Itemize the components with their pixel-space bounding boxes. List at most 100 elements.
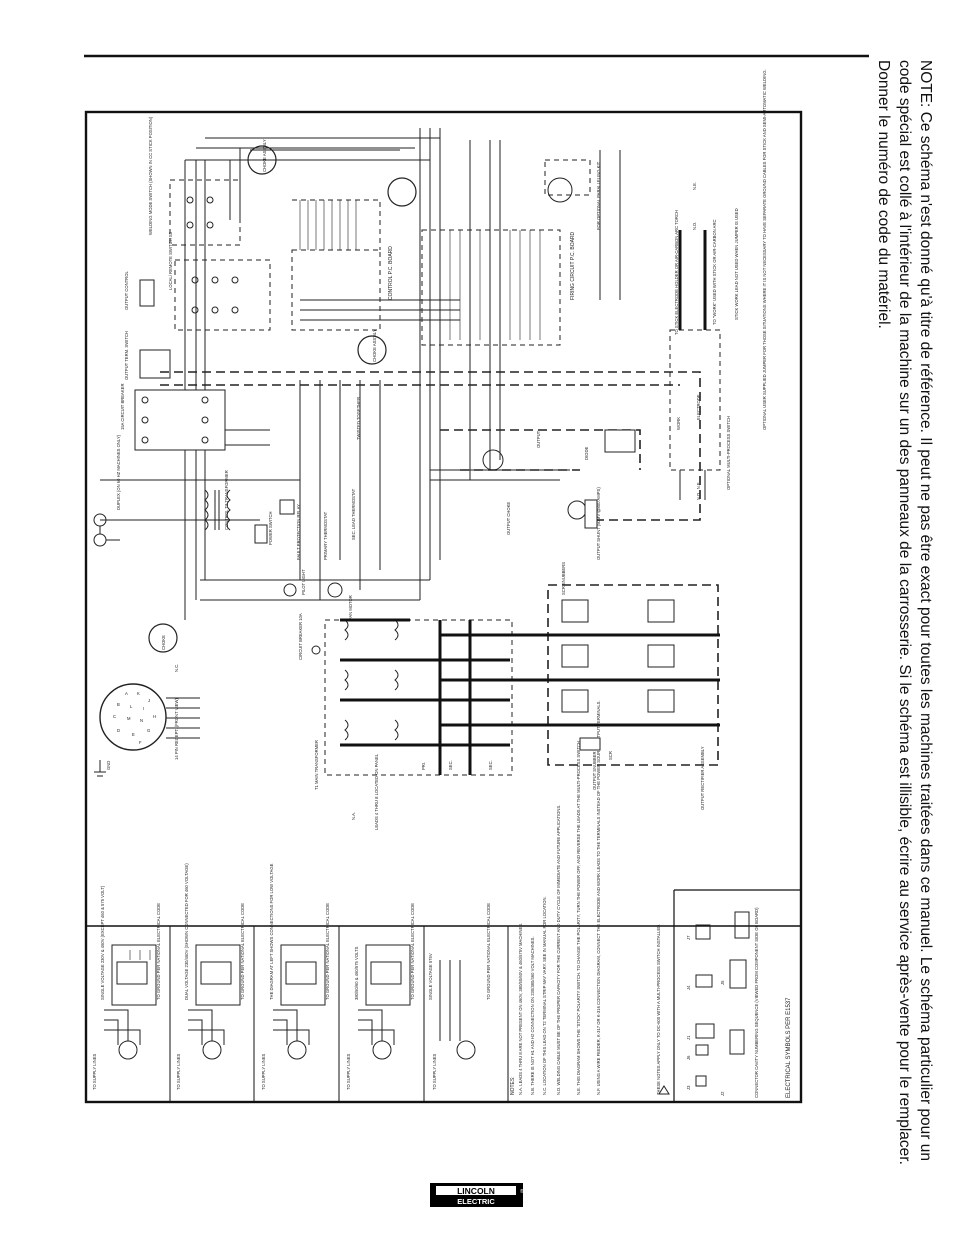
local-remote-switch: LOCAL/ REMOTE SWITCH S3 (168, 231, 271, 331)
svg-text:M: M (127, 716, 131, 721)
firing-board-label: FIRING CIRCUIT P.C. BOARD (570, 231, 576, 300)
to-stick-label: TO STICK ELECTRODE HOLDER OR AIR-CARBON … (674, 210, 679, 335)
output-control: OUTPUT CONTROL (124, 271, 155, 310)
panel-3-ground: TO GROUND PER NATIONAL ELECTRICAL CODE (325, 903, 330, 1000)
output-snubber-label: OUTPUT SNUBBER (592, 751, 597, 790)
nd-label: N.D. (692, 222, 697, 230)
svg-text:K: K (137, 691, 140, 696)
panel-3-title: THE DIAGRAM AT LEFT SHOWS CONNECTIONS FO… (269, 863, 274, 1000)
optional-multi-label: OPTIONAL MULTI-PROCESS SWITCH (726, 416, 731, 490)
output-section: OUTPUT CHOKE OUTPUT SHUNT (50MV @800 AMP… (160, 371, 701, 560)
connector-j4: J4 (686, 985, 691, 990)
scr-snubbers-label: SCR SNUBBERS (561, 562, 566, 595)
gnd-label: GND (106, 761, 111, 770)
duplex-receptacle: DUPLEX (ON 60 HZ MACHINES ONLY) (93, 434, 121, 547)
panel-5-title: SINGLE VOLTAGE 575V (428, 953, 433, 1000)
nc-label: N.C. (174, 664, 179, 672)
svg-text:C: C (113, 714, 116, 719)
output-choke-label: OUTPUT CHOKE (506, 502, 511, 535)
control-wiring (100, 128, 621, 620)
notes-block: NOTES: N.A. LEADS 4 THRU 8 ARE NOT PRESE… (510, 700, 670, 1095)
electrical-symbols-title: ELECTRICAL SYMBOLS PER E1537 (786, 997, 792, 1098)
connection-panel-5: TO SUPPLY LINES TO GROUND PER NATIONAL E… (428, 903, 491, 1090)
optional-jumper-label: OPTIONAL USER SUPPLIED JUMPER FOR THOSE … (762, 69, 767, 430)
fan-motor-label: FAN MOTOR (348, 595, 353, 620)
panel-1-input: TO SUPPLY LINES (92, 1053, 97, 1090)
choke-1: CHOKE N.C. (148, 623, 179, 672)
connection-panel-2: TO SUPPLY LINES TO GROUND PER NATIONAL E… (176, 863, 245, 1090)
choke-1-label: CHOKE (161, 635, 166, 650)
sec-lead-thermostat-label: SEC. LEAD THERMOSTAT (351, 488, 356, 540)
output-term-switch: OUTPUT TERM. SWITCH (124, 331, 171, 380)
main-transformer-label: T1 MAIN TRANSFORMER (314, 740, 319, 790)
panel-1-title: SINGLE VOLTAGE 230V & 460V (EXCEPT 460 &… (100, 885, 105, 1000)
connection-panel-1: TO SUPPLY LINES TO GROUND PER NATIONAL E… (92, 885, 161, 1090)
svg-text:L: L (130, 704, 133, 709)
panel-1-ground: TO GROUND PER NATIONAL ELECTRICAL CODE (156, 903, 161, 1000)
fault-relay-label: FAULT PROTECTION RELAY (296, 504, 301, 560)
logo-mark: ® (520, 1188, 524, 1195)
left-strip (86, 889, 801, 1102)
panel-3-input: TO SUPPLY LINES (261, 1053, 266, 1090)
duplex-label: DUPLEX (ON 60 HZ MACHINES ONLY) (116, 434, 121, 510)
local-remote-label: LOCAL/ REMOTE SWITCH S3 (168, 231, 173, 290)
svg-text:J: J (148, 698, 150, 703)
receptacle-label: 14 PIN RECEPT. (FRONT VIEW) (174, 698, 179, 760)
primary-thermostat-label: PRIMARY THERMOSTAT (323, 511, 328, 560)
electrode-label: ELECTRODE (696, 394, 701, 420)
output-rectifier-label: OUTPUT RECTIFIER ASSEMBLY (700, 746, 705, 810)
welding-mode-label: WELDING MODE SWITCH (SHOWN IN CC STICK P… (148, 116, 153, 235)
side-note-text: Ce schéma n'est donné qu'à titre de réfé… (875, 60, 934, 1165)
panel-5-ground: TO GROUND PER NATIONAL ELECTRICAL CODE (486, 903, 491, 1000)
note-nd: N.D. WELDING CABLE MUST BE OF THE PROPER… (556, 805, 561, 1095)
panel-4-title: 380/50/60 & 460/575 VOLTS (354, 946, 359, 1000)
notes-title: NOTES: (510, 1076, 516, 1095)
na-label: N.A. (351, 812, 356, 820)
choke-assembly-top: CHOKE ASS'BLY CHOKE ASS'BLY (247, 139, 417, 365)
svg-text:I: I (143, 706, 144, 711)
pilot-light-label: PILOT LIGHT (301, 569, 306, 595)
pri-label: PRI. (421, 762, 426, 770)
optional-kit-label: FOR OPTIONAL PARALLELING KIT (596, 161, 601, 230)
svg-text:N: N (140, 718, 143, 723)
lincoln-logo: LINCOLN ELECTRIC ® (430, 1183, 524, 1207)
note-nc: N.C. LOCATION OF THIS LEAD ON T2 TERMINA… (542, 896, 547, 1095)
connector-caption: CONNECTOR CAVITY NUMBERING SEQUENCE (VIE… (754, 907, 759, 1098)
note-delta: THESE NOTES APPLY ONLY TO DC-600 WITH A … (656, 924, 661, 1095)
control-transformer-label: CONTROL T2 TRANSFORMER (224, 470, 229, 530)
connector-j1: J1 (686, 1035, 691, 1040)
to-work-label: TO "WORK" USED WITH STICK OR AIR-CARBON … (712, 220, 717, 326)
panel-2-input: TO SUPPLY LINES (176, 1053, 181, 1090)
sec-label-2: SEC. (488, 760, 493, 770)
connector-j6: J6 (686, 1055, 691, 1060)
note-na: N.A. LEADS 4 THRU 8 ARE NOT PRESENT ON 4… (518, 923, 523, 1095)
diagram-frame (84, 110, 803, 1104)
side-note-head: NOTE: (917, 60, 934, 108)
nd-nf-label: N.D., N.F. (696, 482, 701, 500)
diode-label: DIODE (584, 447, 589, 460)
connector-j2: J2 (720, 1091, 725, 1096)
svg-text:E: E (132, 732, 135, 737)
output-control-label: OUTPUT CONTROL (124, 271, 129, 310)
panel-2-title: DUAL VOLTAGE 230/460V (SHOWN CONNECTED F… (184, 863, 189, 1000)
connector-j7: J7 (686, 935, 691, 940)
panel-5-input: TO SUPPLY LINES (432, 1053, 437, 1090)
note-nf: N.F. USING A WIRE FEEDER, K-317 OR K-316… (596, 700, 601, 1095)
svg-text:B: B (117, 702, 120, 707)
connector-map: J1 J2 J3 J4 J5 J6 J7 CONNECTOR CAVITY NU… (686, 907, 792, 1098)
svg-text:H: H (153, 714, 156, 719)
note-nb: N.B. THERE IS NOT H1 AND H2 CONNECTION O… (530, 936, 535, 1095)
panel-2-ground: TO GROUND PER NATIONAL ELECTRICAL CODE (240, 903, 245, 1000)
control-transformer: CONTROL T2 TRANSFORMER (204, 470, 231, 531)
svg-text:A: A (125, 691, 128, 696)
panel-4-ground: TO GROUND PER NATIONAL ELECTRICAL CODE (410, 903, 415, 1000)
output-shunt-label: OUTPUT SHUNT (50MV @800 AMPS) (596, 487, 601, 560)
control-devices: PILOT LIGHT POWER SWITCH FAULT PROTECTIO… (254, 488, 356, 620)
output-label: OUTPUT (536, 430, 541, 448)
twisted-label: TWISTED TOGETHER (356, 397, 361, 440)
logo-line-2: ELECTRIC (457, 1197, 495, 1206)
control-board-label: CONTROL P.C. BOARD (388, 246, 394, 300)
